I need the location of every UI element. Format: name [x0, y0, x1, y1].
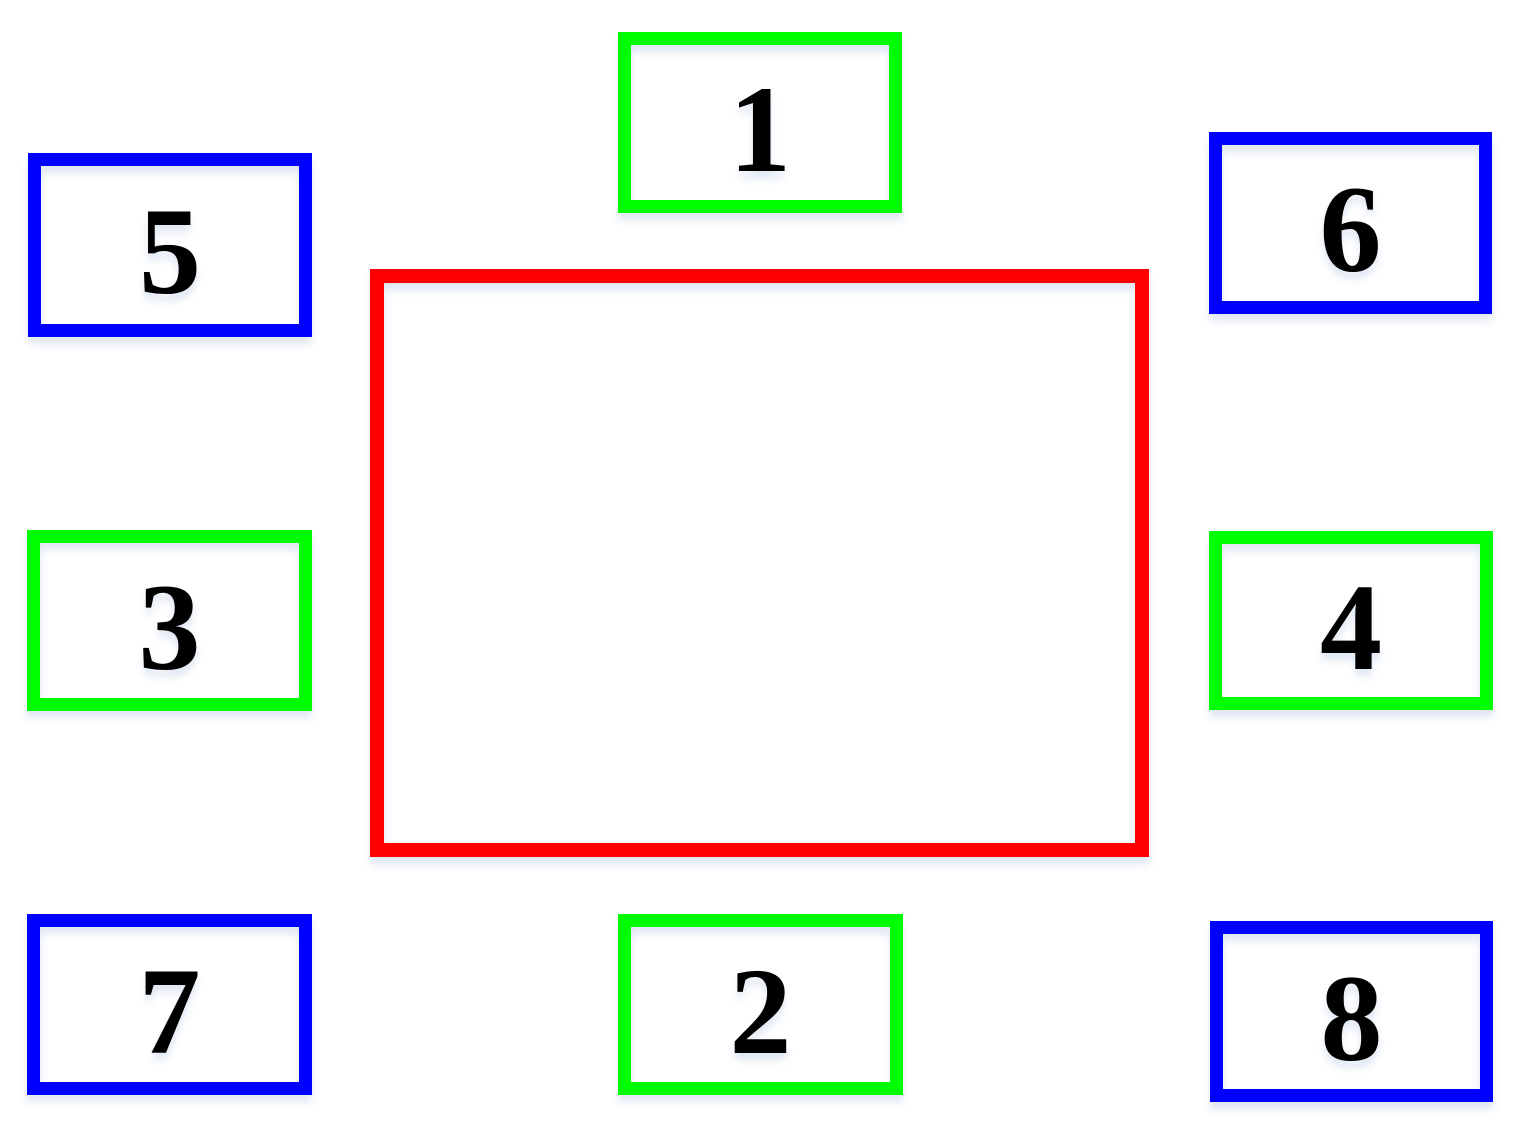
numbered-box-6: 6 [1209, 132, 1492, 314]
numbered-box-2: 2 [618, 914, 903, 1095]
box-number-label: 2 [729, 942, 792, 1080]
numbered-box-5: 5 [28, 153, 312, 337]
numbered-box-4: 4 [1209, 531, 1493, 710]
box-number-label: 4 [1320, 558, 1382, 696]
box-number-label: 3 [138, 558, 201, 696]
box-number-label: 8 [1320, 949, 1383, 1087]
box-number-label: 5 [139, 183, 201, 320]
box-number-label: 7 [138, 942, 201, 1080]
numbered-box-3: 3 [27, 530, 312, 711]
numbered-box-7: 7 [27, 914, 312, 1095]
numbered-box-1: 1 [618, 32, 902, 213]
numbered-box-8: 8 [1210, 921, 1493, 1102]
central-red-rectangle [370, 269, 1149, 857]
box-number-label: 6 [1319, 161, 1382, 298]
box-number-label: 1 [729, 60, 791, 198]
